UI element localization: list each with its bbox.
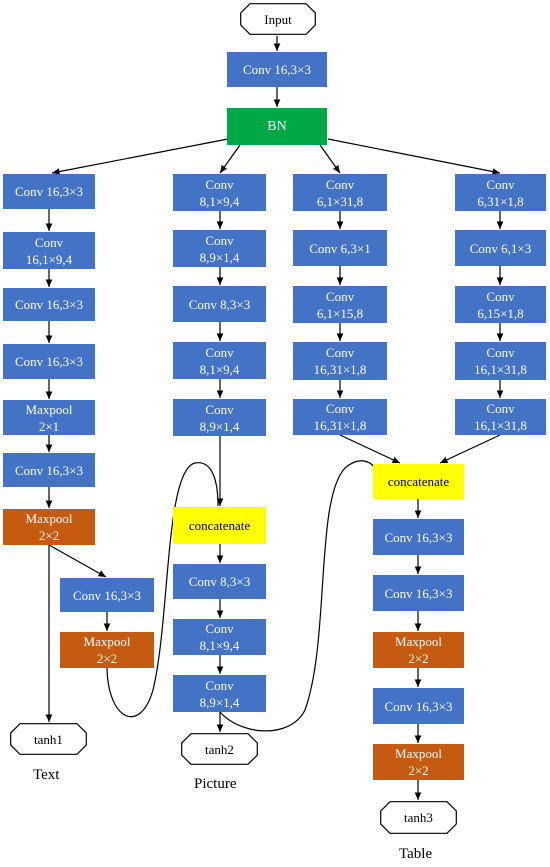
table-b-conv-2: Conv 6,1×3: [455, 230, 546, 266]
edge-table-b-to-concat: [439, 434, 501, 464]
text-conv-4: Conv 16,3×3: [3, 344, 95, 379]
picture-conv-4: Conv 8,1×9,4: [173, 342, 266, 379]
input-node: Input: [240, 3, 316, 35]
text-maxpool-3: Maxpool 2×2: [60, 632, 154, 668]
input-label: Input: [264, 11, 292, 27]
text-conv-1: Conv 16,3×3: [3, 174, 95, 209]
tanh3-node: tanh3: [380, 801, 457, 834]
table-b-conv-3: Conv 6,15×1,8: [455, 286, 546, 323]
text-conv-3: Conv 16,3×3: [3, 288, 95, 321]
text-conv-6: Conv 16,3×3: [60, 578, 154, 612]
table-maxpool-1: Maxpool 2×2: [373, 632, 464, 668]
table-a-conv-2: Conv 6,3×1: [293, 230, 387, 266]
edge-pool-loop-to-concat: [106, 462, 219, 718]
table-b-conv-5: Conv 16,1×31,8: [455, 399, 546, 435]
edge-picture-loop-to-table-concat: [219, 460, 377, 732]
table-concatenate: concatenate: [373, 464, 464, 499]
tanh3-label: tanh3: [404, 810, 433, 825]
edge-text-to-side-conv: [48, 544, 107, 578]
text-maxpool-2: Maxpool 2×2: [3, 509, 95, 545]
picture-conv-2: Conv 8,9×1,4: [173, 230, 266, 267]
table-conv-3: Conv 16,3×3: [373, 688, 464, 724]
table-a-conv-5: Conv 16,31×1,8: [293, 399, 387, 435]
picture-conv-8: Conv 8,9×1,4: [173, 675, 266, 712]
edge-bn-to-text: [51, 138, 229, 175]
table-b-conv-1: Conv 6,31×1,8: [455, 174, 546, 211]
tanh1-node: tanh1: [10, 723, 87, 755]
table-b-conv-4: Conv 16,1×31,8: [455, 342, 546, 380]
table-a-conv-1: Conv 6,1×31,8: [293, 174, 387, 211]
edge-bn-to-table-a: [319, 144, 341, 174]
table-conv-1: Conv 16,3×3: [373, 519, 464, 555]
picture-conv-1: Conv 8,1×9,4: [173, 174, 266, 211]
picture-conv-7: Conv 8,1×9,4: [173, 619, 266, 655]
picture-concatenate: concatenate: [173, 507, 266, 544]
text-maxpool-1: Maxpool 2×1: [3, 400, 95, 435]
conv-top-node: Conv 16,3×3: [227, 52, 327, 87]
caption-text: Text: [33, 767, 60, 783]
text-conv-2: Conv 16,1×9,4: [3, 232, 95, 269]
table-a-conv-4: Conv 16,31×1,8: [293, 342, 387, 380]
table-conv-2: Conv 16,3×3: [373, 575, 464, 611]
picture-conv-3: Conv 8,3×3: [173, 286, 266, 322]
tanh2-node: tanh2: [181, 733, 258, 765]
tanh1-label: tanh1: [34, 731, 63, 747]
caption-picture: Picture: [194, 776, 237, 792]
table-a-conv-3: Conv 6,1×15,8: [293, 286, 387, 323]
picture-conv-5: Conv 8,9×1,4: [173, 399, 266, 436]
edge-table-a-to-concat: [339, 434, 401, 464]
caption-table: Table: [399, 846, 433, 862]
edge-bn-to-picture: [219, 144, 241, 174]
edge-bn-to-table-b: [327, 138, 501, 175]
text-conv-5: Conv 16,3×3: [3, 453, 95, 487]
tanh2-label: tanh2: [205, 741, 234, 757]
bn-node: BN: [227, 108, 327, 145]
picture-conv-6: Conv 8,3×3: [173, 564, 266, 599]
table-maxpool-2: Maxpool 2×2: [373, 744, 464, 780]
